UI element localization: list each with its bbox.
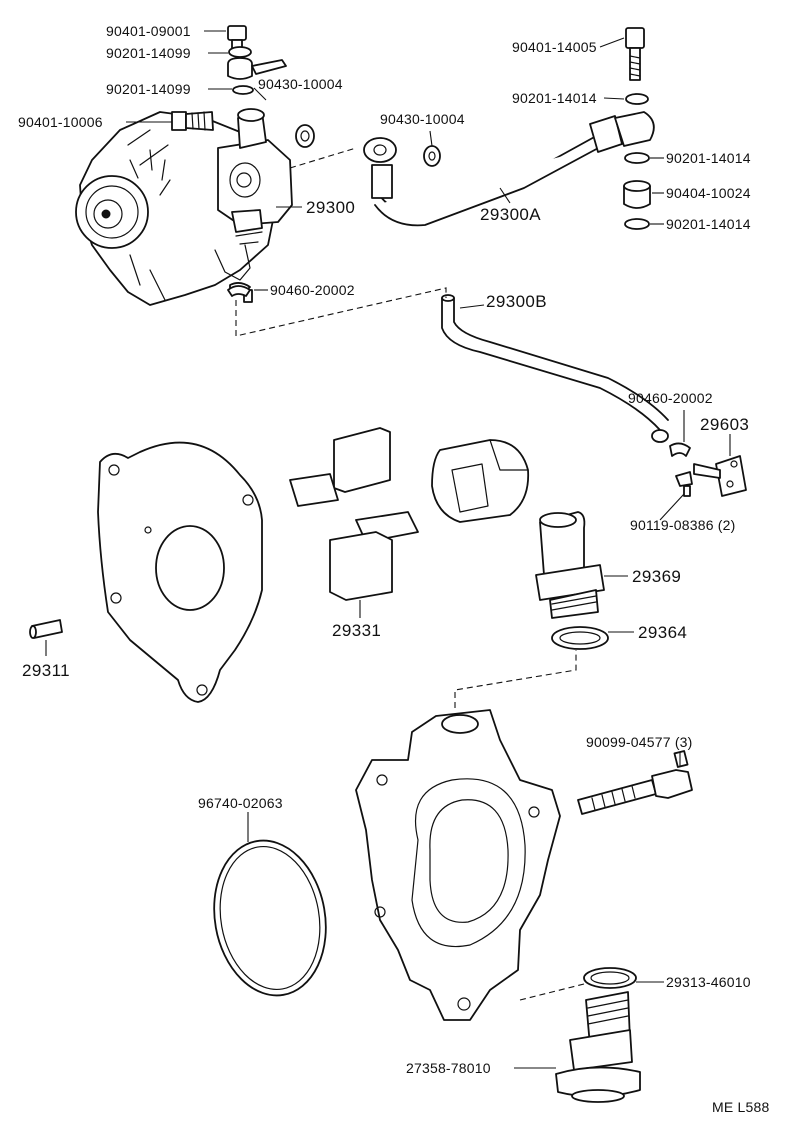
- rotor-illustration: [431, 439, 530, 523]
- vanes-29331: [289, 427, 419, 601]
- bolt-90099-04577: [577, 750, 693, 815]
- label-90460-20002-left: 90460-20002: [270, 282, 355, 298]
- hose-29300B: [441, 294, 669, 443]
- label-29369: 29369: [632, 567, 681, 586]
- pump-housing-illustration: [355, 709, 561, 1021]
- bolt-90119-08386: [675, 471, 693, 497]
- union-fitting: [227, 57, 287, 80]
- spacer-90404-10024: [623, 180, 651, 209]
- seal-90430-10004-left: [295, 124, 315, 148]
- union-27358-78010: [555, 991, 641, 1103]
- bolt-90401-09001: [227, 25, 247, 51]
- washer-90201-14099-lower: [232, 85, 254, 95]
- flange-29603: [693, 455, 747, 497]
- label-90401-09001: 90401-09001: [106, 23, 191, 39]
- label-29364: 29364: [638, 623, 687, 642]
- label-90201-14014-c: 90201-14014: [666, 216, 751, 232]
- label-90119-08386: 90119-08386 (2): [630, 517, 735, 533]
- dashed-guide-lines: [235, 147, 585, 1001]
- oring-29313-46010: [583, 967, 637, 989]
- label-29313-46010: 29313-46010: [666, 974, 751, 990]
- pin-29311: [29, 619, 63, 639]
- vacuum-pump-head: [217, 108, 293, 303]
- label-29311: 29311: [22, 661, 70, 680]
- label-90201-14099-lower: 90201-14099: [106, 81, 191, 97]
- label-90201-14099-upper: 90201-14099: [106, 45, 191, 61]
- gasket-29364: [551, 626, 609, 650]
- washer-90201-14014-b: [624, 152, 650, 164]
- check-valve-29369: [535, 511, 605, 619]
- oring-96740-02063: [213, 839, 327, 997]
- label-90099-04577: 90099-04577 (3): [586, 734, 693, 750]
- leader-lines: [45, 30, 731, 1069]
- bolt-90401-10006: [171, 111, 214, 131]
- label-29331: 29331: [332, 621, 381, 640]
- washer-90201-14014-a: [625, 93, 649, 105]
- label-90401-14005: 90401-14005: [512, 39, 597, 55]
- label-27358-78010: 27358-78010: [406, 1060, 491, 1076]
- seal-90430-10004-right: [423, 145, 441, 167]
- label-90401-10006: 90401-10006: [18, 114, 103, 130]
- hose-29300A: [363, 111, 655, 227]
- label-90430-10004-right: 90430-10004: [380, 111, 465, 127]
- label-29300A: 29300A: [480, 205, 541, 224]
- clamp-90460-20002-right: [669, 442, 691, 457]
- label-90460-20002-right: 90460-20002: [628, 390, 713, 406]
- label-90201-14014-b: 90201-14014: [666, 150, 751, 166]
- diagram-code: ME L588: [712, 1099, 769, 1115]
- end-plate-illustration: [97, 441, 263, 703]
- label-90430-10004-left: 90430-10004: [258, 76, 343, 92]
- part-labels: 90401-09001 90201-14099 90201-14099 9043…: [18, 23, 769, 1115]
- label-29300B: 29300B: [486, 292, 547, 311]
- label-29300: 29300: [306, 198, 355, 217]
- washer-90201-14014-c: [624, 218, 650, 230]
- bolt-90401-14005: [625, 27, 645, 81]
- label-96740-02063: 96740-02063: [198, 795, 283, 811]
- label-90404-10024: 90404-10024: [666, 185, 751, 201]
- clamp-90460-20002-left: [227, 285, 251, 297]
- label-90201-14014-a: 90201-14014: [512, 90, 597, 106]
- label-29603: 29603: [700, 415, 749, 434]
- washer-90201-14099-upper: [228, 46, 252, 58]
